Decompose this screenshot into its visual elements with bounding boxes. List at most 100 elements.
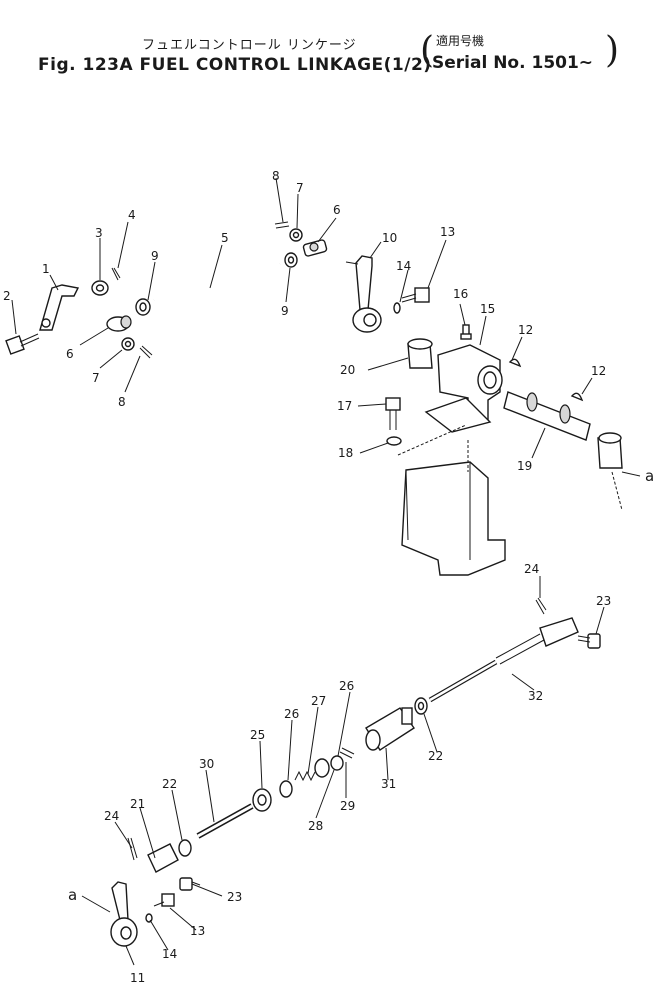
callout-17: 17	[337, 399, 352, 413]
callout-29: 29	[340, 799, 355, 813]
callout-25: 25	[250, 728, 265, 742]
serial-bracket-left: (	[420, 30, 435, 71]
part-9-nut-right	[284, 252, 298, 268]
part-29-pin	[339, 747, 355, 759]
part-9-nut	[135, 298, 151, 316]
assembly-line-bracket	[397, 424, 469, 472]
part-23-clevis-pin-lower	[179, 877, 201, 891]
callout-9a: 9	[151, 249, 159, 263]
callout-32: 32	[528, 689, 543, 703]
serial-range: Serial No. 1501~	[432, 53, 594, 73]
part-7-nut-right	[289, 228, 303, 242]
part-6-ball-joint	[106, 315, 132, 332]
callout-4: 4	[128, 208, 136, 222]
part-22-nut-upper	[414, 697, 428, 715]
part-11-lever	[110, 881, 138, 947]
callout-19: 19	[517, 459, 532, 473]
part-4-cotter-pin	[111, 267, 121, 281]
part-23-clevis-pin-upper	[577, 633, 601, 649]
callout-27: 27	[311, 694, 326, 708]
part-22-nut-lower	[178, 839, 192, 857]
callout-7b: 7	[296, 181, 304, 195]
part-17-bolt	[385, 397, 401, 430]
part-21-clevis	[147, 843, 179, 873]
part-26-washer-lower	[279, 780, 293, 798]
callout-30: 30	[199, 757, 214, 771]
leader-lines	[11, 177, 605, 966]
part-24-pin-upper	[535, 597, 547, 615]
part-18-washer	[386, 436, 402, 446]
callout-3: 3	[95, 226, 103, 240]
part-24-pin-lower	[127, 837, 138, 861]
callout-20: 20	[340, 363, 355, 377]
reference-a-upper: a	[645, 467, 654, 485]
callout-26b: 26	[339, 679, 354, 693]
part-27-spring	[294, 770, 316, 782]
part-26-washer	[314, 758, 330, 778]
callout-8a: 8	[118, 395, 126, 409]
callout-7a: 7	[92, 371, 100, 385]
part-3-nut	[91, 280, 109, 296]
callout-10: 10	[382, 231, 397, 245]
callout-26a: 26	[284, 707, 299, 721]
callout-22a: 22	[162, 777, 177, 791]
part-13-bolt	[401, 287, 430, 303]
part-13-bolt-lower	[153, 893, 175, 907]
part-16-grease-fitting	[460, 324, 472, 340]
part-19-shaft	[503, 391, 591, 441]
callout-1: 1	[42, 262, 50, 276]
callout-14a: 14	[396, 259, 411, 273]
figure-title-japanese: フュエルコントロール リンケージ	[142, 38, 357, 53]
callout-31: 31	[381, 777, 396, 791]
callout-18: 18	[338, 446, 353, 460]
part-6-ball-joint-right	[302, 239, 328, 257]
part-1-lever	[39, 284, 80, 331]
part-20-bushing	[407, 338, 433, 369]
callout-23a: 23	[227, 890, 242, 904]
callout-6b: 6	[333, 203, 341, 217]
part-10-lever	[345, 255, 382, 333]
part-14-washer	[393, 302, 401, 314]
part-12-key	[508, 358, 522, 368]
part-7-nut	[121, 337, 135, 351]
callout-12b: 12	[591, 364, 606, 378]
callout-11: 11	[130, 971, 145, 985]
callout-13a: 13	[440, 225, 455, 239]
part-28-nut	[330, 755, 344, 771]
callout-5: 5	[221, 231, 229, 245]
callout-9b: 9	[281, 304, 289, 318]
callout-2: 2	[3, 289, 11, 303]
callout-12a: 12	[518, 323, 533, 337]
part-25-adjuster	[252, 788, 272, 812]
callout-22b: 22	[428, 749, 443, 763]
callout-24b: 24	[524, 562, 539, 576]
part-8-pin-right	[274, 221, 290, 229]
part-14-washer-lower	[145, 913, 153, 923]
part-8-cotter-pin	[139, 345, 153, 359]
callout-24a: 24	[104, 809, 119, 823]
callout-8b: 8	[272, 169, 280, 183]
part-12-key-right	[570, 392, 584, 402]
serial-bracket-right: )	[605, 30, 620, 71]
bushing-right	[597, 432, 623, 469]
figure-title: Fig. 123A FUEL CONTROL LINKAGE(1/2)	[38, 55, 432, 75]
part-5-rod	[153, 262, 281, 302]
callout-14b: 14	[162, 947, 177, 961]
reference-a-lower: a	[68, 886, 77, 904]
callout-28: 28	[308, 819, 323, 833]
ref-arrow-a-upper	[621, 471, 641, 477]
part-2-bolt	[5, 333, 40, 355]
callout-21: 21	[130, 797, 145, 811]
part-31-sleeve	[365, 707, 415, 751]
serial-label-japanese: 適用号機	[436, 34, 485, 48]
callout-13b: 13	[190, 924, 205, 938]
governor-housing	[401, 461, 506, 576]
callout-15: 15	[480, 302, 495, 316]
callout-6a: 6	[66, 347, 74, 361]
assembly-line-bushing	[611, 471, 623, 511]
part-32-rod-end	[428, 617, 579, 703]
callout-23b: 23	[596, 594, 611, 608]
callout-16: 16	[453, 287, 468, 301]
